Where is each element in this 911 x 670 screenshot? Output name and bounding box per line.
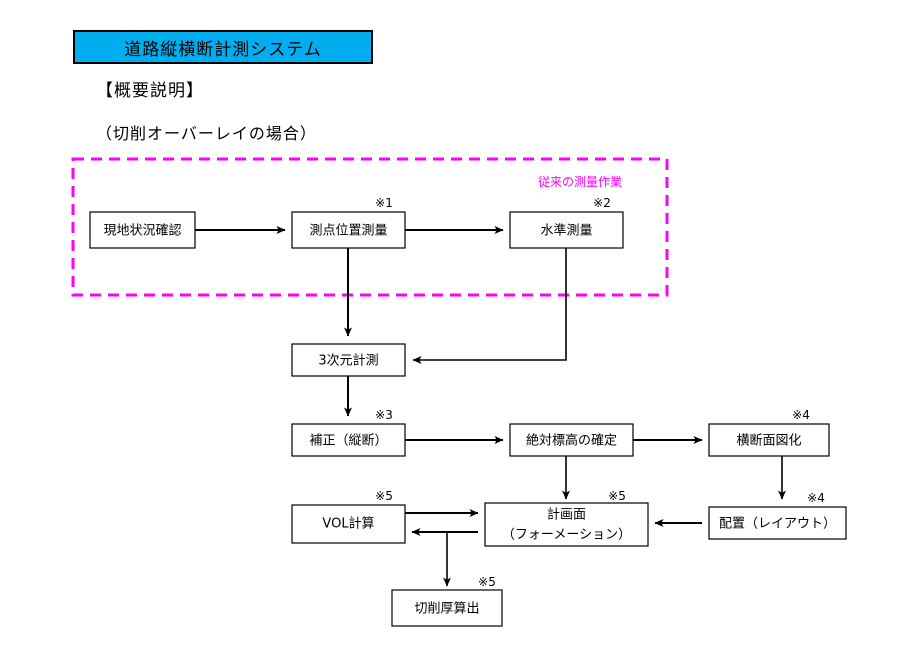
node-plan-surface[interactable]: 計画面 （フォーメーション） [484,502,649,547]
system-title-text: 道路縦横断計測システム [124,39,322,60]
note-point-survey: ※1 [375,196,393,210]
section-caption-case: （切削オーバーレイの場合） [96,124,317,143]
node-vol-calc[interactable]: VOL計算 [291,504,406,544]
note-cross-section: ※4 [792,408,810,422]
note-level-survey: ※2 [593,196,611,210]
node-correction-label: 補正（縦断） [309,434,387,449]
node-point-survey[interactable]: 測点位置測量 [291,211,406,249]
section-heading-overview: 【概要説明】 [96,81,204,101]
note-vol-calc: ※5 [375,489,393,503]
node-layout-label: 配置（レイアウト） [719,517,836,532]
node-site-check-label: 現地状況確認 [103,223,181,239]
node-layout[interactable]: 配置（レイアウト） [708,506,847,540]
node-measure-3d[interactable]: 3次元計測 [291,343,406,377]
node-absolute-elev-label: 絶対標高の確定 [526,433,617,449]
system-title-box: 道路縦横断計測システム [73,30,373,64]
node-measure-3d-label: 3次元計測 [318,353,378,369]
node-cut-thickness-label: 切削厚算出 [414,602,479,617]
note-cut-thickness: ※5 [478,575,496,589]
node-absolute-elev[interactable]: 絶対標高の確定 [509,423,634,457]
node-correction[interactable]: 補正（縦断） [291,423,406,457]
node-vol-calc-label: VOL計算 [322,516,374,532]
node-level-survey[interactable]: 水準測量 [509,211,624,249]
legacy-survey-region-label: 従来の測量作業 [538,175,622,189]
note-plan-surface: ※5 [608,489,626,503]
legacy-survey-region [71,157,669,297]
node-point-survey-label: 測点位置測量 [309,224,387,239]
node-cut-thickness[interactable]: 切削厚算出 [391,589,503,627]
node-cross-section-label: 横断面図化 [736,434,801,449]
node-plan-surface-label-line1: 計画面 [547,507,586,523]
node-site-check[interactable]: 現地状況確認 [89,211,196,249]
node-plan-surface-label-line2: （フォーメーション） [502,528,631,543]
note-correction: ※3 [375,408,393,422]
node-level-survey-label: 水準測量 [540,223,592,239]
edge-level-survey-to-measure-3d [412,248,567,364]
node-cross-section[interactable]: 横断面図化 [708,423,830,457]
note-layout: ※4 [807,491,825,505]
